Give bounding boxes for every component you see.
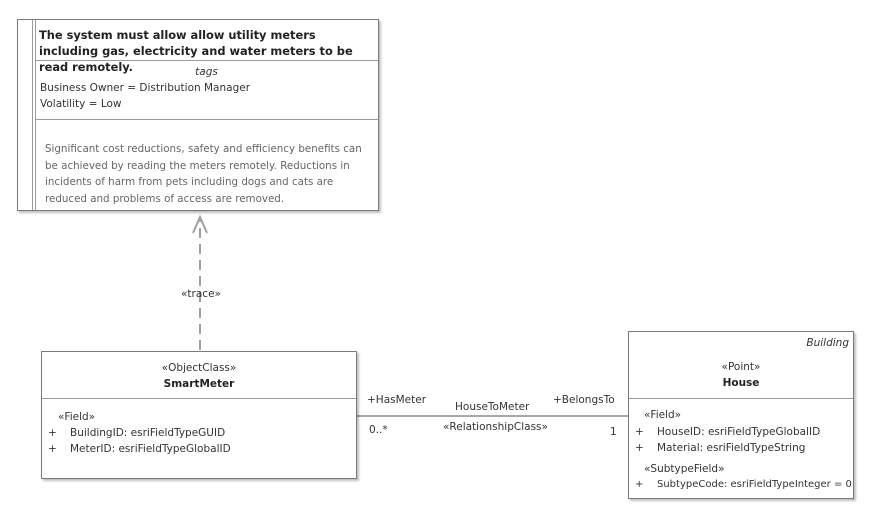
requirement-divider: [35, 60, 378, 61]
visibility-marker: +: [635, 442, 644, 454]
visibility-marker: +: [48, 443, 57, 455]
attribute-text: BuildingID: esriFieldTypeGUID: [70, 427, 226, 439]
requirement-title: The system must allow allow utility mete…: [39, 28, 353, 74]
attribute-row[interactable]: + SubtypeCode: esriFieldTypeInteger = 0: [635, 479, 852, 490]
smartmeter-class[interactable]: «ObjectClass» SmartMeter «Field» + Buildi…: [41, 351, 357, 479]
class-stereotype: «ObjectClass»: [161, 362, 237, 374]
tag-volatility: Volatility = Low: [40, 98, 122, 110]
trace-label: «trace»: [181, 288, 221, 300]
attribute-text: Material: esriFieldTypeString: [657, 442, 806, 454]
target-role-label: +BelongsTo: [553, 394, 615, 406]
requirement-divider: [35, 119, 378, 120]
trace-arrowhead: [192, 214, 208, 234]
requirement-left-bar-inner: [35, 20, 36, 210]
class-divider: [42, 398, 356, 399]
field-section-label: «Field»: [58, 411, 96, 423]
tags-heading: tags: [195, 66, 218, 78]
association-stereotype: «RelationshipClass»: [443, 421, 548, 433]
subtype-section-label: «SubtypeField»: [644, 463, 725, 475]
source-role-label: +HasMeter: [367, 394, 427, 406]
house-class[interactable]: Building «Point» House «Field» + HouseID:…: [628, 331, 854, 499]
attribute-row[interactable]: + BuildingID: esriFieldTypeGUID: [48, 427, 225, 439]
target-multiplicity: 1: [610, 426, 617, 438]
class-divider: [629, 398, 853, 399]
attribute-row[interactable]: + MeterID: esriFieldTypeGlobalID: [48, 443, 231, 455]
association-name: HouseToMeter: [455, 401, 530, 413]
attribute-text: SubtypeCode: esriFieldTypeInteger = 0: [657, 479, 852, 490]
requirement-left-bar: [32, 20, 33, 210]
visibility-marker: +: [635, 426, 644, 438]
attribute-text: MeterID: esriFieldTypeGlobalID: [70, 443, 231, 455]
class-name: House: [722, 377, 760, 389]
requirement-notes: Significant cost reductions, safety and …: [45, 143, 362, 205]
attribute-row[interactable]: + HouseID: esriFieldTypeGlobalID: [635, 426, 820, 438]
attribute-row[interactable]: + Material: esriFieldTypeString: [635, 442, 805, 454]
field-section-label: «Field»: [644, 409, 682, 421]
visibility-marker: +: [635, 479, 644, 490]
visibility-marker: +: [48, 427, 57, 439]
attribute-text: HouseID: esriFieldTypeGlobalID: [657, 426, 821, 438]
class-stereotype: «Point»: [721, 361, 761, 373]
requirement-element[interactable]: The system must allow allow utility mete…: [17, 19, 379, 211]
class-name: SmartMeter: [163, 378, 235, 390]
source-multiplicity: 0..*: [369, 424, 388, 436]
package-label: Building: [806, 337, 849, 349]
tag-business-owner: Business Owner = Distribution Manager: [40, 82, 251, 94]
